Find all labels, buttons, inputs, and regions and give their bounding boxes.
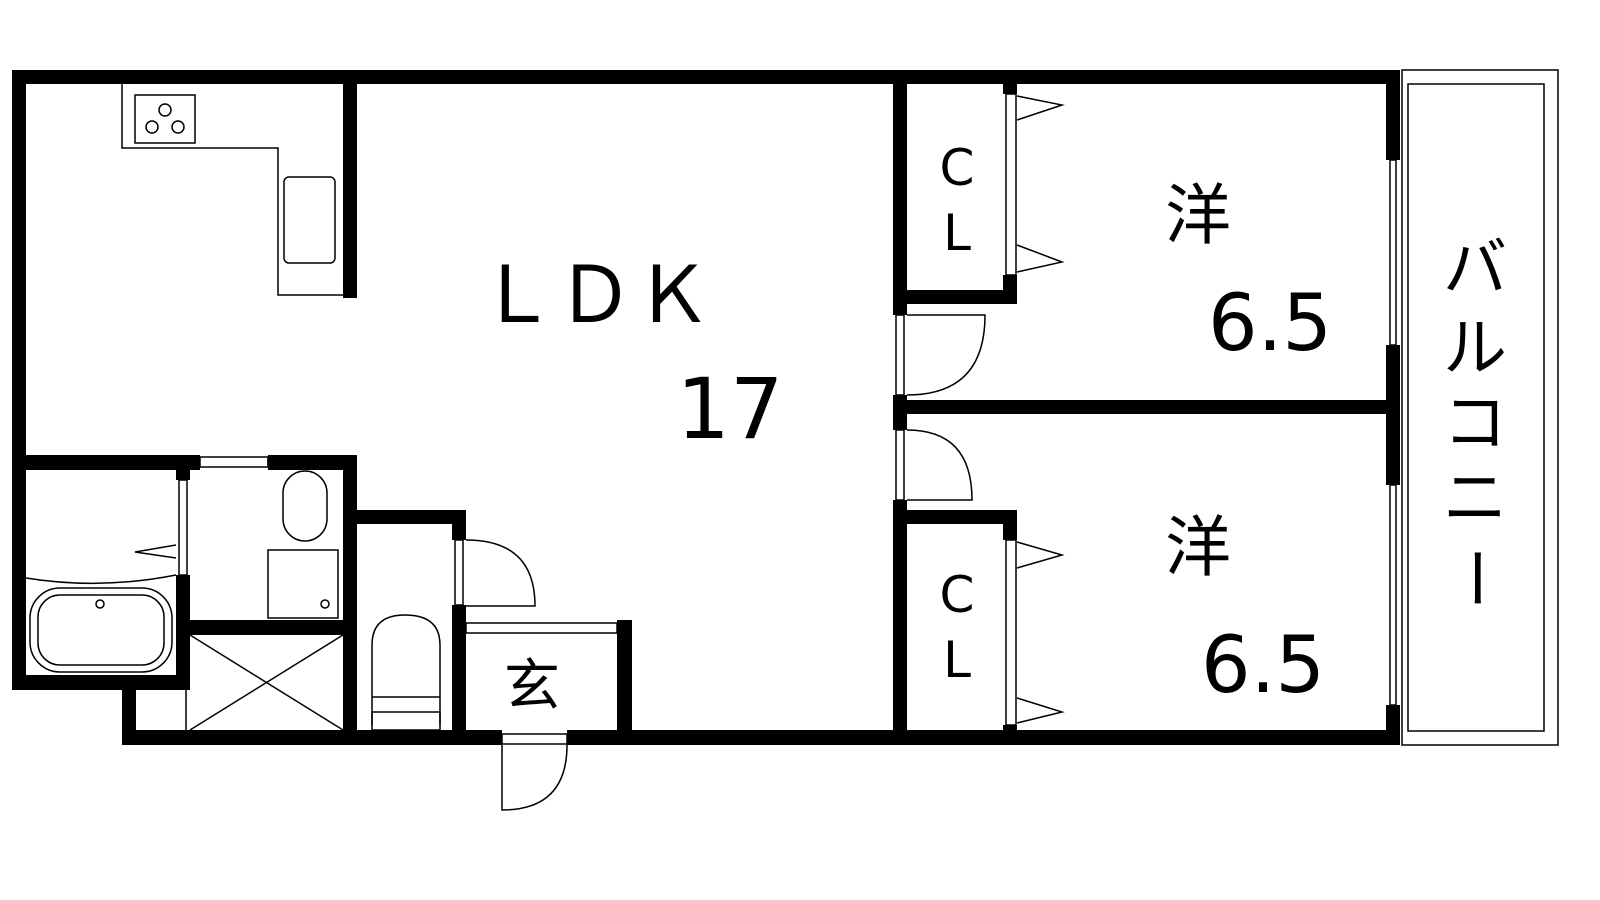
ldk-label: ＬＤＫ — [478, 251, 712, 341]
closet2-l: L — [943, 631, 971, 689]
closet1-c: C — [940, 139, 975, 197]
balcony — [1401, 69, 1559, 746]
closet2-c: C — [940, 566, 975, 624]
balcony-char: ル — [1443, 312, 1507, 386]
closet1-l: L — [943, 204, 971, 262]
entrance-label: 玄 — [504, 654, 560, 719]
balcony-char: バ — [1443, 232, 1507, 306]
bedroom1-label: 洋 — [1165, 177, 1231, 254]
balcony-char: コ — [1443, 387, 1507, 461]
bedroom1-size: 6.5 — [1208, 279, 1332, 369]
ldk-size: 17 — [677, 360, 784, 458]
windows-and-fixtures — [25, 84, 1397, 811]
balcony-char: ニ — [1443, 462, 1507, 536]
bedroom2-size: 6.5 — [1201, 621, 1325, 711]
balcony-char: ー — [1437, 546, 1511, 610]
bedroom2-label: 洋 — [1165, 509, 1231, 586]
balcony-label: バ ル コ ニ ー — [1437, 232, 1511, 610]
walls — [12, 70, 1400, 745]
